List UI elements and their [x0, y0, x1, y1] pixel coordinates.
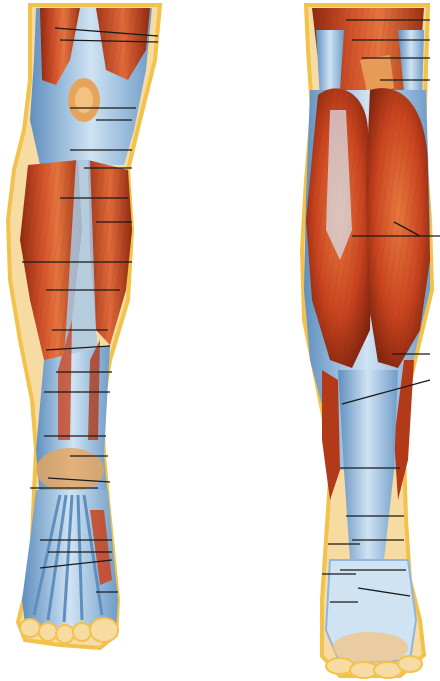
- posterior-leg: [302, 5, 440, 678]
- anterior-leg: [8, 5, 160, 648]
- anterior-ankle: [36, 448, 104, 492]
